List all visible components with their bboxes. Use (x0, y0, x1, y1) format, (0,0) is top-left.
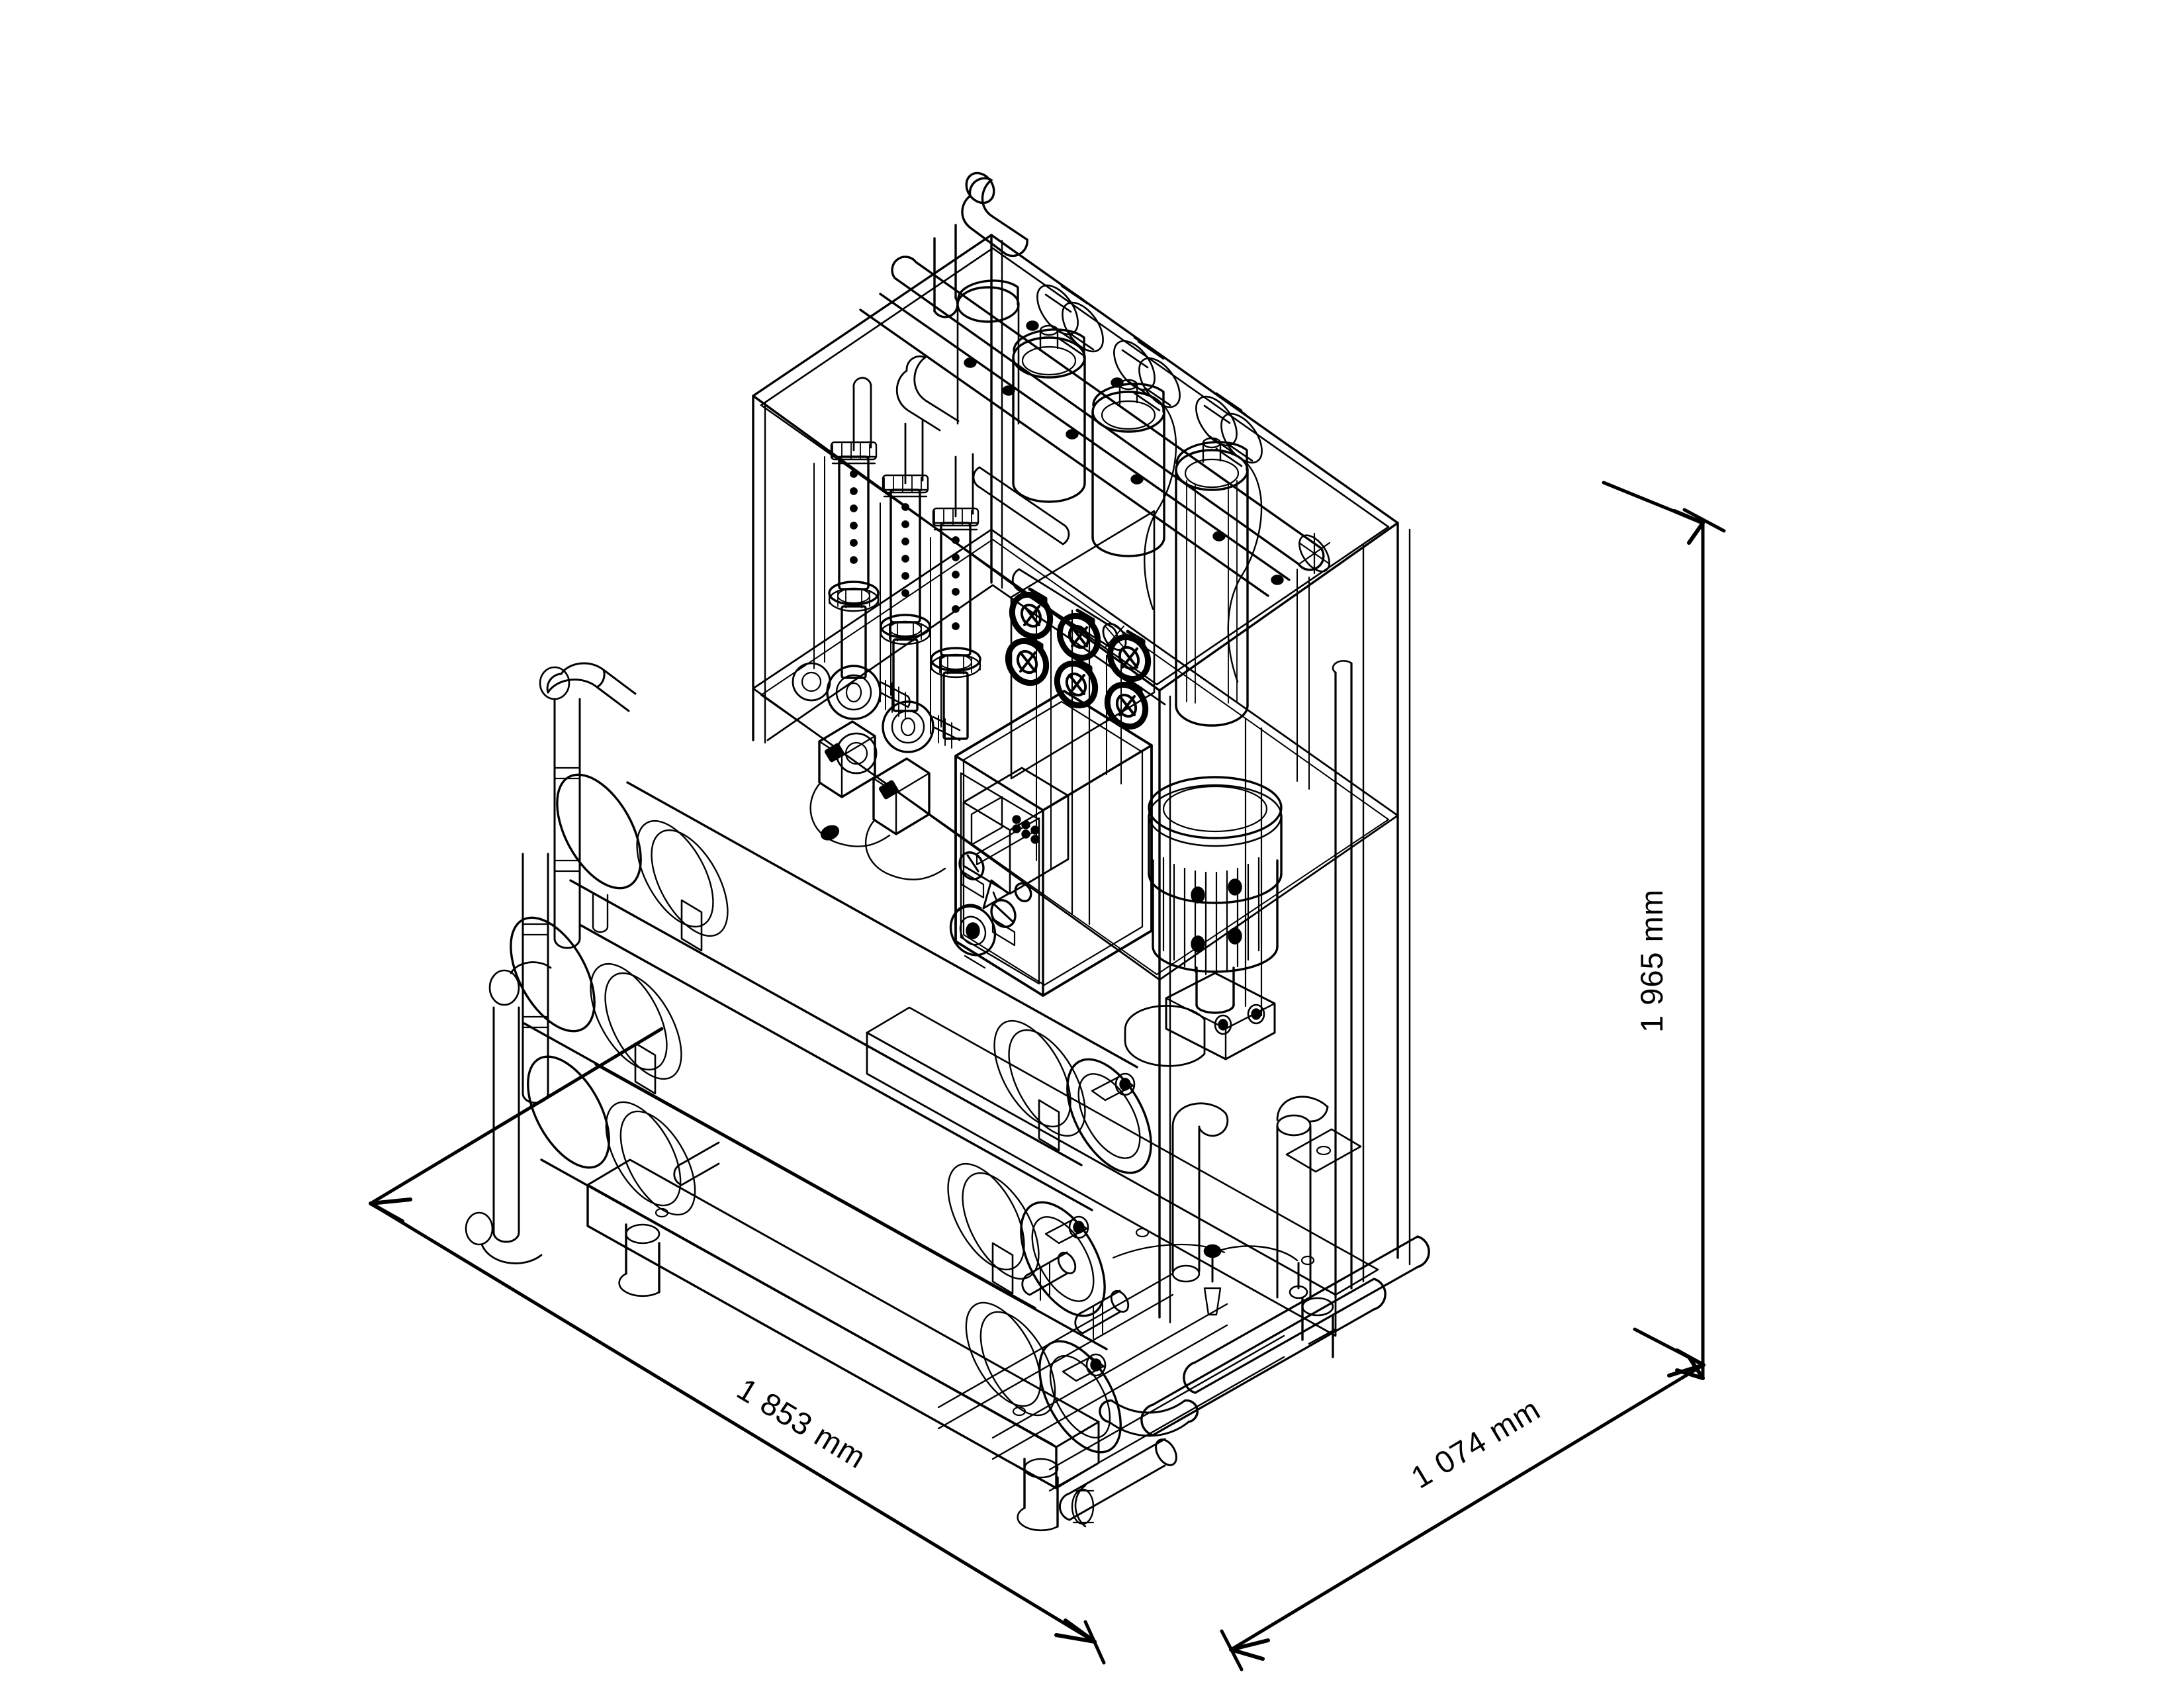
vessel-endcap-bolts (1091, 1072, 1136, 1102)
vessel-endcap-bolts (1062, 1353, 1107, 1382)
pressure-gauge (1056, 608, 1101, 661)
base-bolt-hole (1135, 1227, 1150, 1238)
cartridge-filter-housing-group (956, 279, 1263, 727)
base-bolt-hole (655, 1207, 669, 1218)
keypad-dot (1012, 815, 1021, 824)
permeate-port (1074, 1289, 1130, 1339)
pressure-gauge-panel (1005, 510, 1156, 780)
solenoid-valve (872, 757, 931, 835)
left-side-pipe-loop (465, 662, 637, 1264)
pipe-union-nut-group (1036, 281, 1331, 575)
frame-bolt-heads (964, 320, 1284, 585)
dimension-height (1602, 481, 1726, 1380)
solenoid-cable (809, 781, 891, 847)
cartridge-filter-housing (1012, 324, 1086, 503)
dim-depth-line (1229, 1363, 1706, 1652)
dim-height-tick-top (1682, 508, 1726, 533)
base-foot (1017, 1458, 1059, 1532)
dim-height-arrow-bottom (1675, 1355, 1705, 1380)
front-vertical-post (1285, 660, 1362, 1299)
dim-width-arrow-end (1054, 1618, 1097, 1644)
pressure-gauge (1005, 633, 1050, 686)
vessel-saddle-clamp (680, 899, 703, 952)
pipe-end-cap (1298, 532, 1331, 575)
dim-width-arrow-start (369, 1197, 412, 1223)
rotary-switch (958, 851, 985, 899)
mid-piping-network (852, 355, 1127, 651)
pipe-union-nut (1113, 336, 1181, 412)
pressure-gauge (1009, 587, 1054, 640)
pipe-union-nut (1036, 281, 1104, 356)
pressure-vessel (556, 773, 1152, 1174)
control-cabinet (949, 690, 1153, 997)
solenoid-valve-group (809, 720, 946, 880)
solenoid-cable (865, 818, 946, 880)
cartridge-filter-housing (956, 279, 1020, 425)
dimension-lines (369, 481, 1726, 1671)
pressure-gauge (1107, 630, 1152, 682)
cartridge-filter-housing (1175, 437, 1249, 727)
dim-width-ext-line (369, 1027, 664, 1205)
vessel-saddle-clamp (1038, 1099, 1060, 1152)
dim-depth-tick (1220, 1629, 1244, 1671)
motor-cooling-fins (1162, 857, 1260, 976)
ro-skid-assembly (465, 171, 1430, 1532)
base-bolt-hole (1300, 1255, 1315, 1266)
sensor-cable (1227, 462, 1263, 683)
dimension-width (369, 1027, 1106, 1665)
control-panel-hmi (962, 767, 1069, 895)
vessel-saddle-clamp (991, 1242, 1014, 1295)
indicator-lamp (1014, 882, 1032, 903)
label-strip (964, 955, 986, 969)
mounting-bracket (1285, 1128, 1362, 1173)
lcd-display (970, 796, 1003, 846)
dim-height-arrow-top (1672, 509, 1705, 545)
permeate-port (673, 1141, 720, 1186)
vessel-saddle-clamp (634, 1042, 657, 1095)
ball-valve-handwheel (792, 662, 831, 702)
rotameter-group (828, 441, 981, 740)
rotary-switch (990, 899, 1017, 947)
sensor-cable (1144, 404, 1177, 610)
rear-frame-verticals (813, 456, 1310, 870)
base-bolt-hole (1012, 1406, 1026, 1417)
permeate-port (1021, 1251, 1077, 1301)
vessel-to-frame-riser (1171, 1102, 1229, 1283)
rotameter-flow-meter (828, 441, 880, 679)
main-disconnect-switch (949, 904, 997, 957)
dim-width-tick (1083, 1620, 1106, 1665)
dim-width-line (369, 1201, 1097, 1644)
vessel-permeate-ports (673, 1141, 1130, 1339)
vessel-endcap-bolts (1044, 1215, 1089, 1244)
ball-valve-handwheel (882, 700, 961, 753)
pressure-gauge (1054, 656, 1099, 709)
permeate-concentrate-manifold (1112, 1096, 1430, 1436)
drain-pipe (1058, 1438, 1177, 1528)
base-frame-pallet (586, 1006, 1379, 1532)
dimension-label-height: 1 965 mm (1634, 889, 1669, 1033)
upper-frame-cage (752, 234, 1411, 1324)
pressure-gauge (1104, 677, 1149, 730)
keypad-dot (1030, 835, 1040, 844)
base-foot (618, 1223, 660, 1297)
dim-depth-arrow-start (1229, 1638, 1270, 1661)
softkey-bar (976, 817, 1040, 866)
high-pressure-pump-motor (1124, 776, 1283, 1067)
